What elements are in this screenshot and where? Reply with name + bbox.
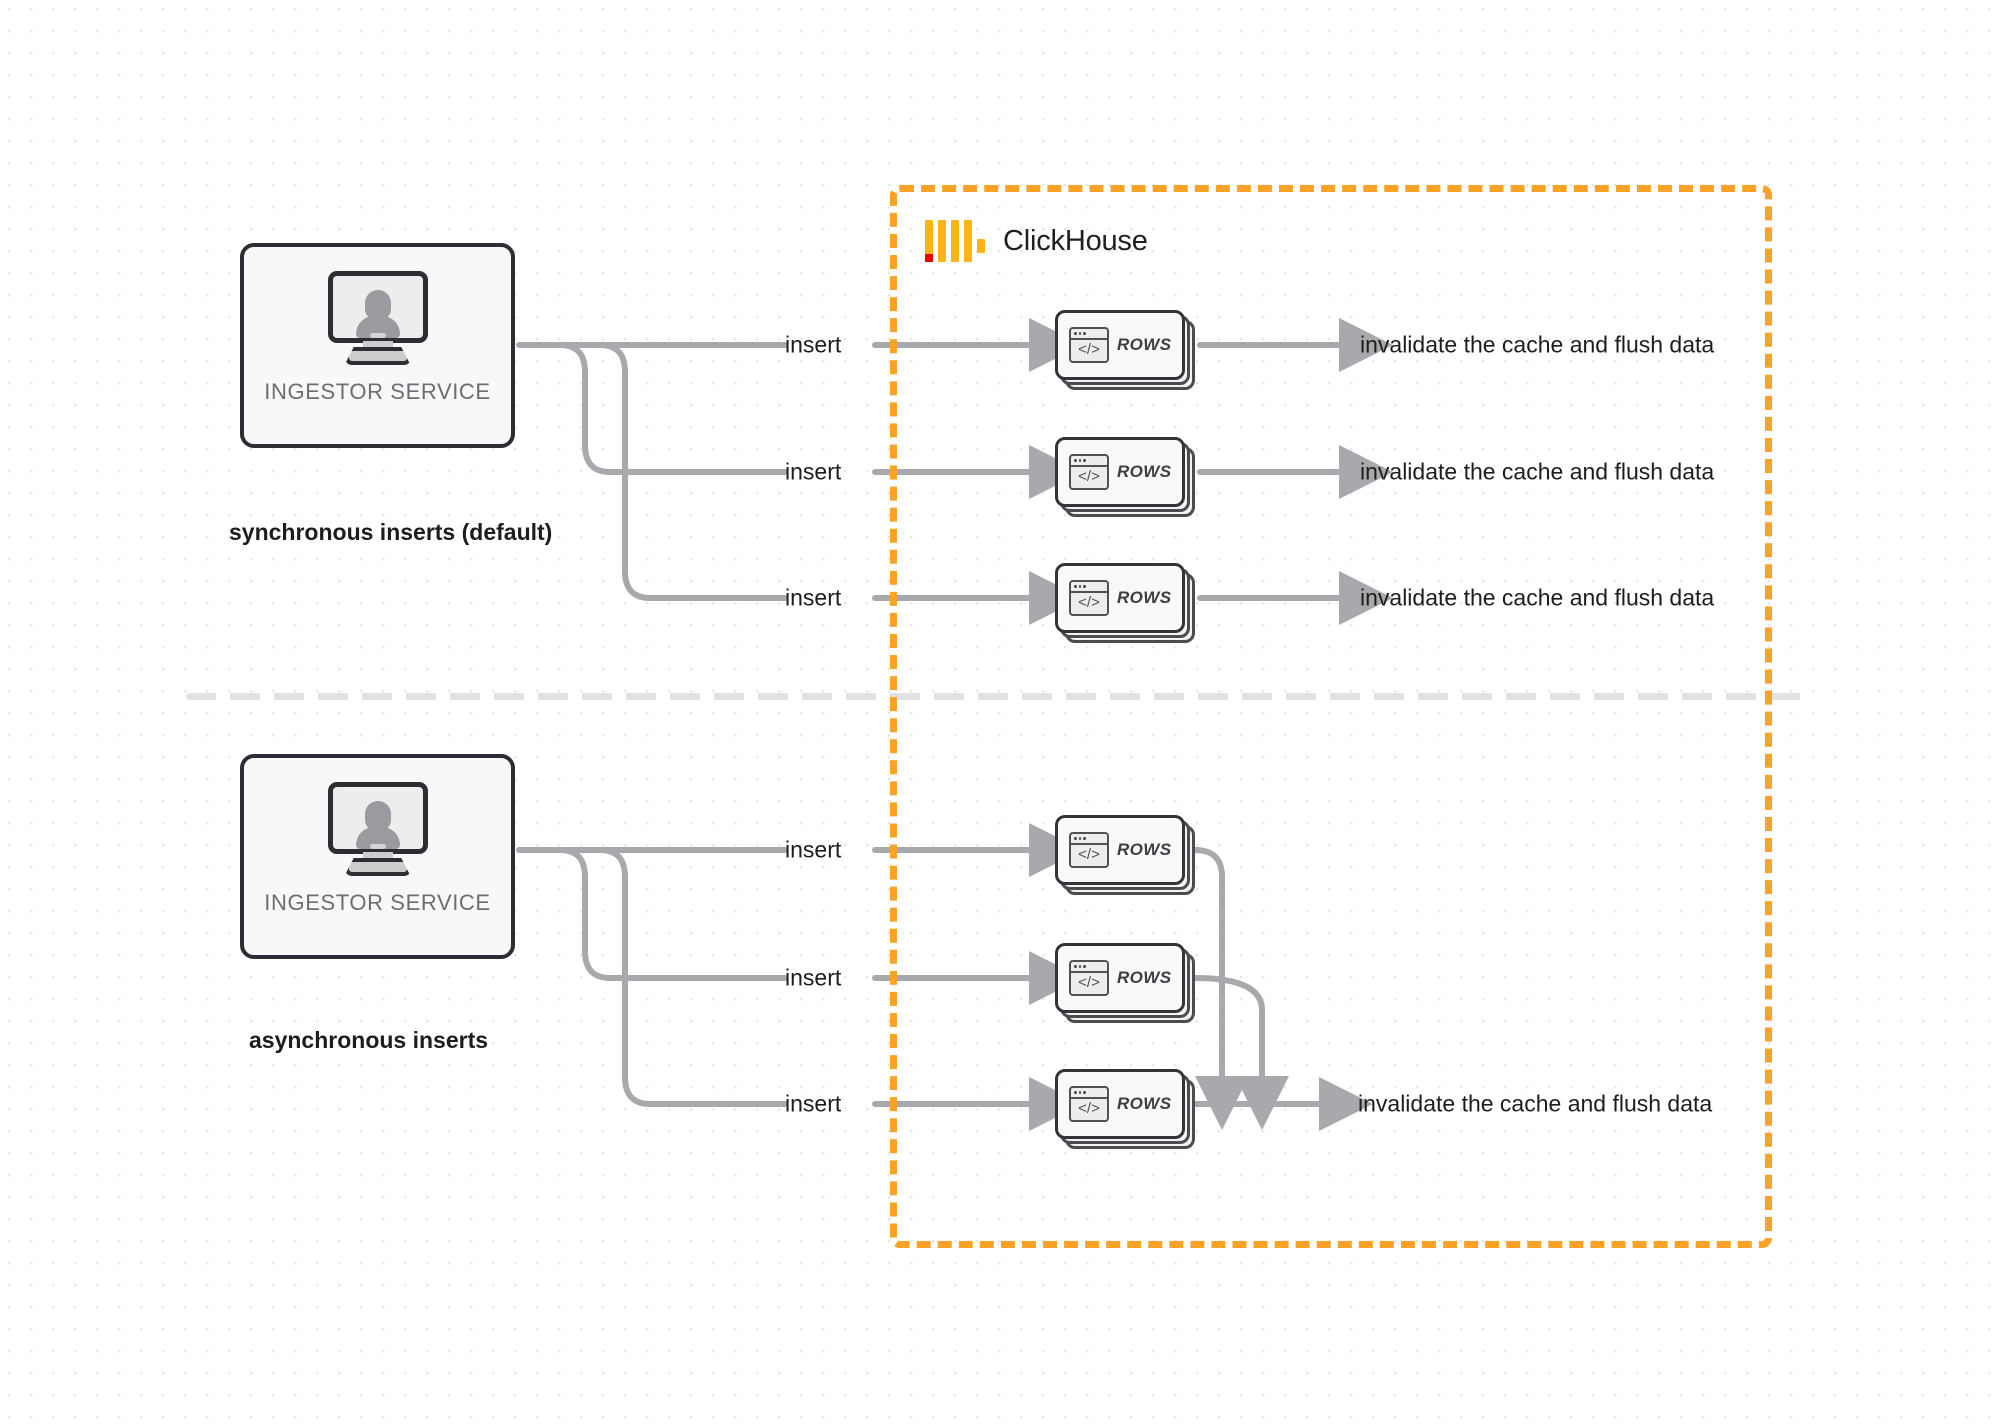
rows-node-label: ROWS — [1117, 968, 1172, 987]
rows-node-async-3[interactable]: </> ROWS — [1055, 1069, 1195, 1149]
code-glyph: </> — [1078, 846, 1100, 863]
flush-label-async-merged: invalidate the cache and flush data — [1358, 1090, 1713, 1117]
rows-node-async-1[interactable]: </> ROWS — [1055, 815, 1195, 895]
code-window-icon: </> — [1069, 327, 1109, 363]
code-window-icon: </> — [1069, 1086, 1109, 1122]
insert-label-async-2: insert — [785, 964, 842, 991]
ingestor-service-label-async: INGESTOR SERVICE — [264, 890, 491, 915]
rows-node-label: ROWS — [1117, 588, 1172, 607]
flush-label-sync-3: invalidate the cache and flush data — [1360, 584, 1715, 611]
code-window-icon: </> — [1069, 960, 1109, 996]
code-glyph: </> — [1078, 341, 1100, 358]
clickhouse-brand: ClickHouse — [925, 220, 1148, 262]
clickhouse-brand-label: ClickHouse — [1003, 224, 1148, 257]
insert-label-sync-1: insert — [785, 331, 842, 358]
rows-node-label: ROWS — [1117, 1094, 1172, 1113]
rows-node-async-2[interactable]: </> ROWS — [1055, 943, 1195, 1023]
code-glyph: </> — [1078, 1100, 1100, 1117]
clickhouse-boundary — [890, 185, 1772, 1248]
code-window-icon: </> — [1069, 832, 1109, 868]
async-branch-3 — [597, 847, 788, 1107]
rows-node-sync-1[interactable]: </> ROWS — [1055, 310, 1195, 390]
ingestor-service-label-sync: INGESTOR SERVICE — [264, 379, 491, 404]
code-window-icon: </> — [1069, 580, 1109, 616]
rows-node-sync-2[interactable]: </> ROWS — [1055, 437, 1195, 517]
rows-node-label: ROWS — [1117, 840, 1172, 859]
insert-label-sync-2: insert — [785, 458, 842, 485]
ingestor-service-async[interactable]: INGESTOR SERVICE — [240, 754, 515, 959]
rows-node-sync-3[interactable]: </> ROWS — [1055, 563, 1195, 643]
async-branch-2 — [557, 847, 788, 981]
section-caption-sync: synchronous inserts (default) — [229, 519, 553, 545]
async-merge-path-1 — [1192, 847, 1249, 1130]
code-glyph: </> — [1078, 974, 1100, 991]
code-glyph: </> — [1078, 468, 1100, 485]
rows-node-label: ROWS — [1117, 335, 1172, 354]
sync-branch-3 — [597, 342, 788, 601]
ingestor-service-sync[interactable]: INGESTOR SERVICE — [240, 243, 515, 448]
flush-label-sync-1: invalidate the cache and flush data — [1360, 331, 1715, 358]
insert-label-async-1: insert — [785, 836, 842, 863]
sync-branch-2 — [557, 342, 788, 475]
insert-label-sync-3: insert — [785, 584, 842, 611]
section-caption-async: asynchronous inserts — [249, 1027, 489, 1053]
async-merge-path-2 — [1192, 975, 1289, 1130]
flush-label-sync-2: invalidate the cache and flush data — [1360, 458, 1715, 485]
clickhouse-logo-icon — [925, 220, 985, 262]
code-window-icon: </> — [1069, 454, 1109, 490]
insert-label-async-3: insert — [785, 1090, 842, 1117]
monitor-user-icon — [326, 782, 430, 876]
section-divider — [186, 693, 1814, 700]
rows-node-label: ROWS — [1117, 462, 1172, 481]
monitor-user-icon — [326, 271, 430, 365]
code-glyph: </> — [1078, 594, 1100, 611]
